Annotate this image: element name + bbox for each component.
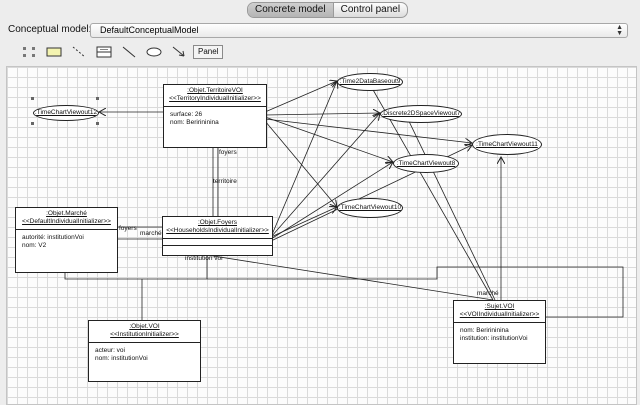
link-label-institution: institution voi [185, 255, 223, 262]
object-attributes: surface: 26 nom: Beririninina [164, 107, 266, 131]
ellipse-timechartviewout12[interactable]: :TimeChartViewout12 [33, 105, 99, 121]
arrow-tool-icon[interactable] [170, 44, 188, 60]
object-divider [163, 245, 272, 249]
attribute-acteur: acteur: voi [95, 347, 125, 354]
object-attributes: nom: Beririninina institution: instituti… [454, 323, 545, 347]
object-foyers[interactable]: :Objet.Foyers <<HouseholdsIndividualInit… [162, 216, 273, 256]
ellipse-time2databaseout9[interactable]: :Time2DataBaseout9 [337, 73, 403, 91]
panel-button[interactable]: Panel [193, 45, 224, 59]
view-tabs: Concrete model Control panel [247, 2, 409, 18]
ellipse-tool-icon[interactable] [145, 44, 163, 60]
object-attributes: acteur: voi nom: institutionVoi [89, 343, 200, 367]
class-box-tool-icon[interactable] [45, 44, 63, 60]
attribute-nom: nom: Beririninina [170, 119, 219, 126]
ellipse-discrete2dspaceviewout7[interactable]: :Discrete2DSpaceViewout7 [380, 105, 462, 123]
object-title: :Sujet.VOI [484, 303, 515, 310]
object-stereotype: <<VOIIndividualInitializer>> [459, 311, 540, 318]
select-tool-icon[interactable] [20, 44, 38, 60]
ellipse-timechartviewout11[interactable]: :TimeChartViewout11 [472, 134, 542, 155]
attribute-nom: nom: V2 [22, 242, 47, 249]
object-header: :Objet.Foyers <<HouseholdsIndividualInit… [163, 217, 272, 239]
tab-concrete-model[interactable]: Concrete model [248, 3, 334, 17]
object-header: :Objet.VOI <<InstitutionInitializer>> [89, 321, 200, 343]
diagram-toolbar: Panel [0, 40, 640, 64]
attribute-surface: surface: 26 [170, 111, 203, 118]
conceptual-model-label: Conceptual model: [8, 24, 92, 35]
object-title: :Objet.VOI [129, 323, 160, 330]
dashed-line-tool-icon[interactable] [70, 44, 88, 60]
subject-voi[interactable]: :Sujet.VOI <<VOIIndividualInitializer>> … [453, 300, 546, 364]
selection-handle[interactable] [96, 122, 99, 125]
ellipse-timechartviewout10[interactable]: :TimeChartViewout10 [337, 198, 403, 218]
selection-handle[interactable] [31, 122, 34, 125]
tab-control-panel[interactable]: Control panel [340, 4, 401, 15]
object-attributes: autorité: institutionVoi nom: V2 [16, 230, 117, 254]
link-label-foyers: foyers [219, 149, 237, 156]
object-title: :Objet.TerritoireVOI [187, 87, 243, 94]
object-header: :Objet.Marché <<DefaultIndividualInitial… [16, 208, 117, 230]
selection-handle[interactable] [31, 97, 34, 100]
attribute-nom: nom: Beririninina [460, 327, 509, 334]
object-marche[interactable]: :Objet.Marché <<DefaultIndividualInitial… [15, 207, 118, 273]
object-territoire-voi[interactable]: :Objet.TerritoireVOI <<TerritoryIndividu… [163, 84, 267, 148]
object-stereotype: <<InstitutionInitializer>> [110, 331, 179, 338]
link-label-marche-sujet: marché [477, 290, 499, 297]
conceptual-model-select[interactable]: DefaultConceptualModel ▲▼ [90, 23, 628, 38]
select-arrows-icon: ▲▼ [616, 24, 623, 37]
object-header: :Objet.TerritoireVOI <<TerritoryIndividu… [164, 85, 266, 107]
object-stereotype: <<TerritoryIndividualInitializer>> [169, 95, 261, 102]
line-tool-icon[interactable] [120, 44, 138, 60]
object-voi[interactable]: :Objet.VOI <<InstitutionInitializer>> ac… [88, 320, 201, 382]
object-box-tool-icon[interactable] [95, 44, 113, 60]
link-label-marche: marché [140, 230, 162, 237]
diagram-canvas[interactable]: :TimeChartViewout12 :Time2DataBaseout9 :… [6, 66, 637, 405]
attribute-autorite: autorité: institutionVoi [22, 234, 84, 241]
link-label-foyers-marche: foyers [119, 225, 137, 232]
conceptual-model-value: DefaultConceptualModel [100, 25, 199, 35]
ellipse-timechartviewout8[interactable]: :TimeChartViewout8 [393, 154, 459, 173]
object-stereotype: <<DefaultIndividualInitializer>> [22, 218, 111, 225]
object-title: :Objet.Marché [46, 210, 87, 217]
attribute-institution: institution: institutionVoi [460, 335, 528, 342]
link-label-territoire: territoire [213, 178, 237, 185]
selection-handle[interactable] [96, 97, 99, 100]
attribute-nom: nom: institutionVoi [95, 355, 148, 362]
object-header: :Sujet.VOI <<VOIIndividualInitializer>> [454, 301, 545, 323]
object-title: :Objet.Foyers [197, 219, 237, 226]
object-stereotype: <<HouseholdsIndividualInitializer>> [166, 227, 269, 234]
conceptual-model-row: Conceptual model: DefaultConceptualModel… [0, 20, 640, 40]
